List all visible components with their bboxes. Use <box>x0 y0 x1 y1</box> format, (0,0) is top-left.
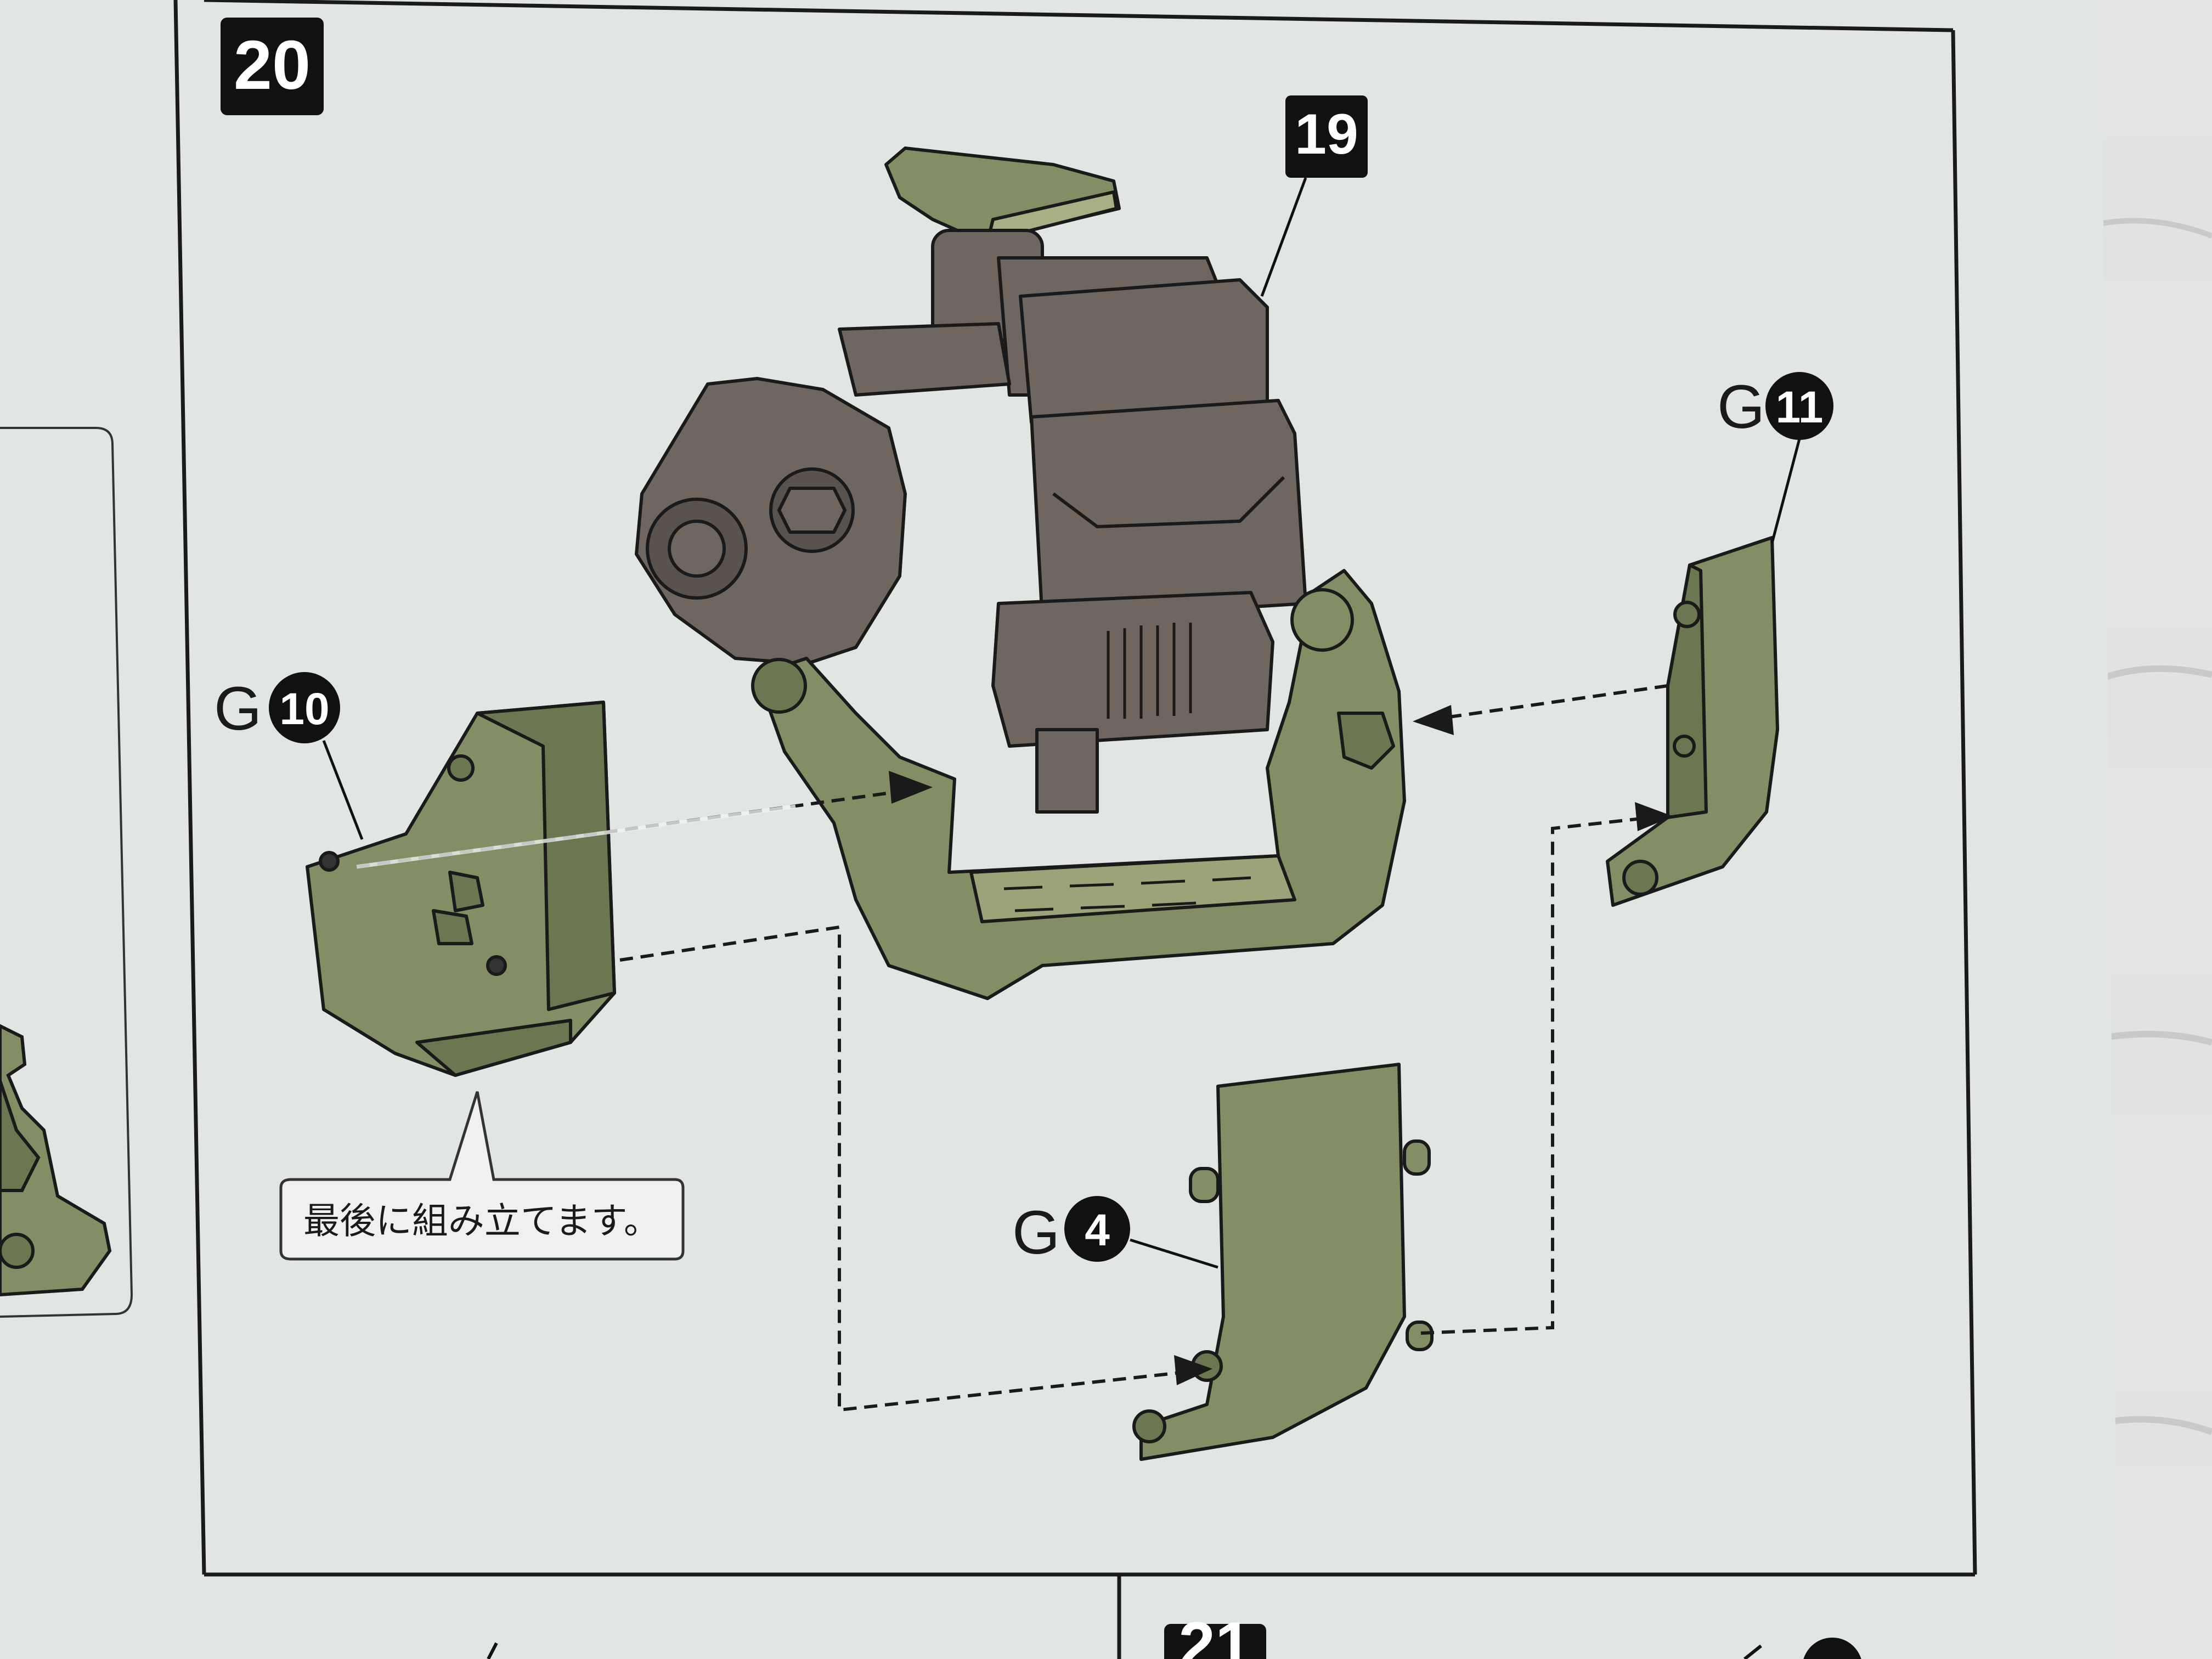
next-step-badge: 21 <box>487 1609 1861 1659</box>
arrow-heads <box>889 705 1673 1385</box>
svg-text:G: G <box>214 674 262 743</box>
part-number-g11: 11 <box>1776 382 1824 432</box>
svg-text:G: G <box>1717 373 1765 441</box>
part-label-g4: G 4 <box>1012 1196 1218 1269</box>
part-label-g11: G 11 <box>1717 372 1833 544</box>
light-glare <box>356 804 796 869</box>
left-panel-partial-part <box>0 1024 112 1297</box>
part-label-g10: G 10 <box>214 672 364 840</box>
step-number-badge: 20 <box>221 18 324 115</box>
next-step-number: 21 <box>1178 1609 1251 1659</box>
prev-step-number: 19 <box>1295 103 1358 166</box>
step-number: 20 <box>234 26 311 104</box>
part-g4-illustration <box>1132 1063 1434 1461</box>
assembly-note-text: 最後に組み立てます。 <box>303 1200 660 1241</box>
svg-text:G: G <box>1012 1198 1060 1267</box>
panel-borders <box>173 0 1977 1659</box>
paper-sheet <box>0 0 2118 1659</box>
part-g11-illustration <box>1606 536 1779 907</box>
prev-step-badge: 19 <box>1260 95 1368 297</box>
part-number-g4: 4 <box>1085 1205 1110 1255</box>
assembly-note-callout: 最後に組み立てます。 <box>279 1091 685 1261</box>
mech-assembly-illustration <box>635 146 1406 1000</box>
left-panel-frame <box>0 427 133 1318</box>
part-g10-illustration <box>306 701 616 1077</box>
part-number-g10: 10 <box>279 684 329 734</box>
